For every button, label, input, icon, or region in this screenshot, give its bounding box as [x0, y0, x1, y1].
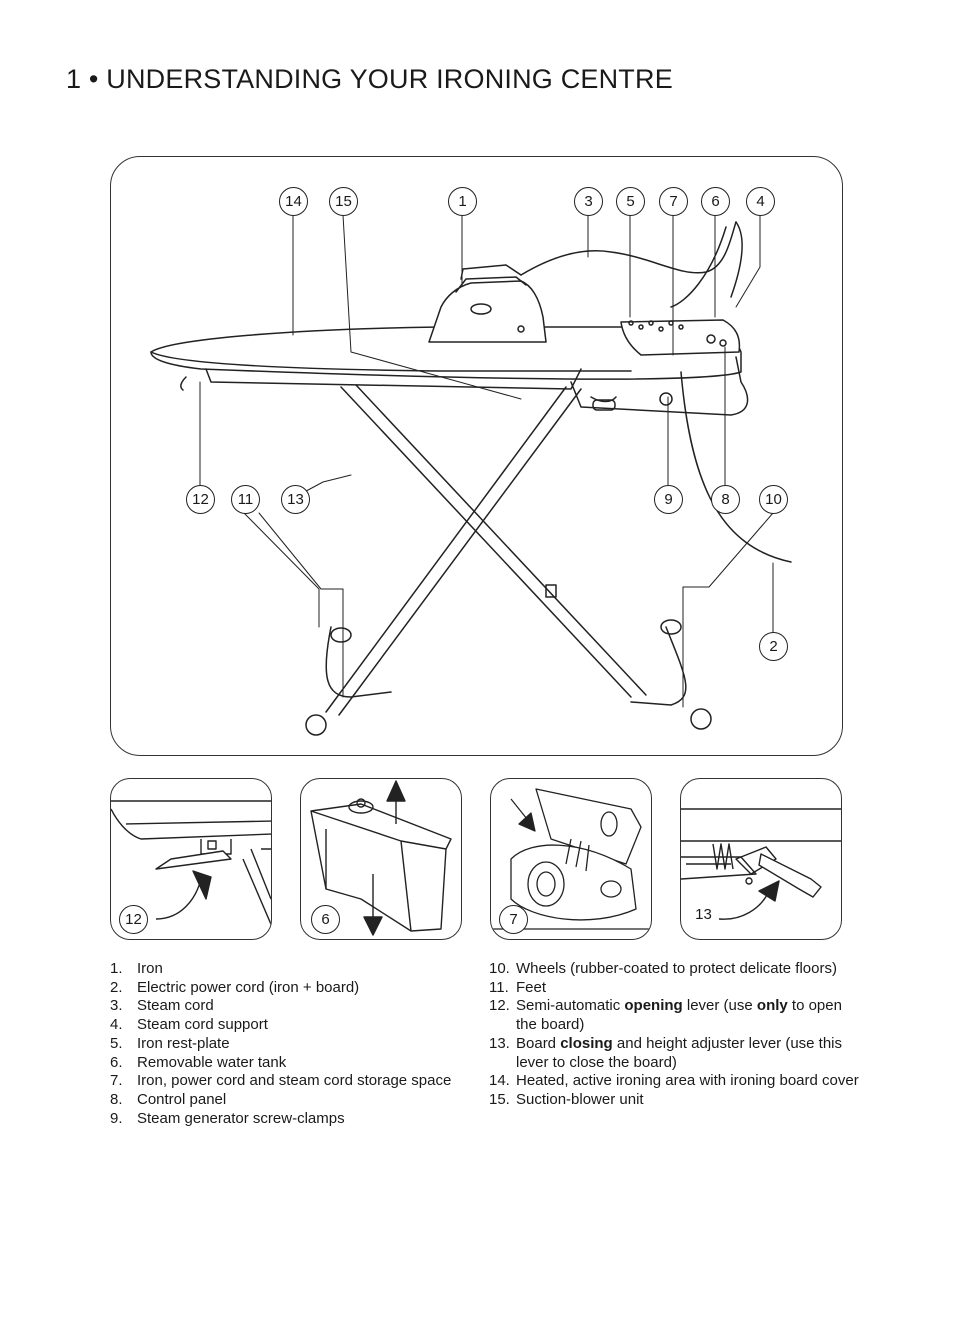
- legend-emphasis: opening: [624, 997, 683, 1015]
- legend-number: 12.: [489, 997, 510, 1015]
- legend-number: 8.: [110, 1090, 123, 1108]
- legend-item: 5. Iron rest-plate: [110, 1035, 470, 1054]
- legend-item: 9. Steam generator screw-clamps: [110, 1110, 470, 1129]
- callout-13: 13: [281, 485, 310, 514]
- legend-number: 6.: [110, 1053, 123, 1071]
- legend-text-part: lever (use: [682, 997, 757, 1015]
- callout-7: 7: [659, 187, 688, 216]
- legend-text: Wheels (rubber-coated to protect delicat…: [516, 960, 859, 979]
- legend-item: 14. Heated, active ironing area with iron…: [489, 1072, 859, 1091]
- legend-text-part: Steam cord support: [137, 1016, 268, 1034]
- legend-item: 1. Iron: [110, 960, 470, 979]
- legend-text: Semi-automatic opening lever (use only t…: [516, 997, 859, 1034]
- legend-text: Iron rest-plate: [137, 1035, 470, 1054]
- legend-text-part: and height adjuster lever (use this leve…: [516, 1034, 843, 1071]
- page-title: 1 • UNDERSTANDING YOUR IRONING CENTRE: [66, 64, 673, 94]
- detail-opening-lever: 12: [110, 778, 272, 940]
- legend-text-part: Steam cord: [137, 997, 214, 1015]
- legend-number: 14.: [489, 1072, 510, 1090]
- legend-text: Removable water tank: [137, 1054, 470, 1073]
- callout-11: 11: [231, 485, 260, 514]
- legend-text: Electric power cord (iron + board): [137, 979, 470, 998]
- ironing-centre-illustration: 14 15 1 3 5 7 6 4 12 11 13 9 8 10 2: [110, 156, 843, 756]
- legend-text: Suction-blower unit: [516, 1091, 859, 1110]
- legend-text: Board closing and height adjuster lever …: [516, 1035, 859, 1072]
- callout-4: 4: [746, 187, 775, 216]
- legend-text-part: Iron rest-plate: [137, 1034, 230, 1052]
- legend-text-part: Feet: [516, 978, 547, 996]
- detail-callout-12: 12: [119, 905, 148, 934]
- legend-number: 1.: [110, 960, 123, 977]
- legend-number: 9.: [110, 1109, 123, 1127]
- legend-number: 5.: [110, 1034, 123, 1052]
- legend-text: Control panel: [137, 1091, 470, 1110]
- legend-item: 4. Steam cord support: [110, 1016, 470, 1035]
- legend-item: 10. Wheels (rubber-coated to protect deli…: [489, 960, 859, 979]
- legend-emphasis: only: [756, 997, 788, 1015]
- legend-number: 13.: [489, 1034, 510, 1052]
- detail-storage-space: 7: [490, 778, 652, 940]
- legend-left-column: 1. Iron 2. Electric power cord (iron + boar…: [110, 960, 470, 1128]
- legend-item: 15. Suction-blower unit: [489, 1091, 859, 1110]
- legend-number: 3.: [110, 997, 123, 1015]
- legend-item: 6. Removable water tank: [110, 1054, 470, 1073]
- legend-text: Steam cord support: [137, 1016, 470, 1035]
- callout-15: 15: [329, 187, 358, 216]
- legend-item: 7. Iron, power cord and steam cord storag…: [110, 1072, 470, 1091]
- callout-3: 3: [574, 187, 603, 216]
- legend-number: 4.: [110, 1016, 123, 1034]
- legend-text: Steam generator screw-clamps: [137, 1110, 470, 1129]
- legend-text-part: Removable water tank: [137, 1053, 287, 1071]
- detail-callout-6: 6: [311, 905, 340, 934]
- legend-number: 2.: [110, 978, 123, 996]
- callout-8: 8: [711, 485, 740, 514]
- legend-number: 15.: [489, 1090, 510, 1108]
- legend-number: 10.: [489, 960, 510, 977]
- legend-text: Steam cord: [137, 997, 470, 1016]
- legend-text-part: Steam generator screw-clamps: [137, 1109, 345, 1127]
- closing-lever-drawing: [681, 808, 841, 920]
- legend-right-column: 10. Wheels (rubber-coated to protect deli…: [489, 960, 859, 1110]
- legend-text-part: Iron: [137, 960, 163, 977]
- legend-item: 2. Electric power cord (iron + board): [110, 979, 470, 998]
- legend-item: 8. Control panel: [110, 1091, 470, 1110]
- legend-text: Iron: [137, 960, 470, 979]
- detail-water-tank: 6: [300, 778, 462, 940]
- ironing-board-drawing: [150, 214, 792, 736]
- detail-callout-13: 13: [695, 906, 712, 923]
- detail-closing-lever: 13: [680, 778, 842, 940]
- callout-14: 14: [279, 187, 308, 216]
- legend-text-part: Board: [516, 1034, 561, 1052]
- legend-text-part: Heated, active ironing area with ironing…: [516, 1072, 859, 1090]
- legend-text: Feet: [516, 979, 859, 998]
- legend-text-part: Suction-blower unit: [516, 1090, 644, 1108]
- callout-2: 2: [759, 632, 788, 661]
- callout-1: 1: [448, 187, 477, 216]
- water-tank-drawing: [310, 780, 452, 936]
- callout-6: 6: [701, 187, 730, 216]
- legend-text-part: Control panel: [137, 1090, 227, 1108]
- legend-emphasis: closing: [560, 1034, 613, 1052]
- legend-item: 11. Feet: [489, 979, 859, 998]
- legend-item: 3. Steam cord: [110, 997, 470, 1016]
- callout-9: 9: [654, 485, 683, 514]
- legend-text: Iron, power cord and steam cord storage …: [137, 1072, 470, 1091]
- legend-item: 12. Semi-automatic opening lever (use onl…: [489, 997, 859, 1034]
- legend-text-part: to open the board): [516, 997, 842, 1034]
- detail-callout-7: 7: [499, 905, 528, 934]
- legend-text: Heated, active ironing area with ironing…: [516, 1072, 859, 1091]
- legend-number: 7.: [110, 1072, 123, 1090]
- opening-lever-drawing: [111, 800, 271, 927]
- legend-text-part: Semi-automatic: [516, 997, 625, 1015]
- legend-text-part: Wheels (rubber-coated to protect delicat…: [516, 960, 837, 977]
- legend-text-part: Electric power cord (iron + board): [137, 978, 360, 996]
- legend-text-part: Iron, power cord and steam cord storage …: [137, 1072, 452, 1090]
- legend-number: 11.: [489, 978, 509, 996]
- storage-space-drawing: [491, 788, 651, 930]
- legend-item: 13. Board closing and height adjuster lev…: [489, 1035, 859, 1072]
- callout-12: 12: [186, 485, 215, 514]
- callout-10: 10: [759, 485, 788, 514]
- callout-5: 5: [616, 187, 645, 216]
